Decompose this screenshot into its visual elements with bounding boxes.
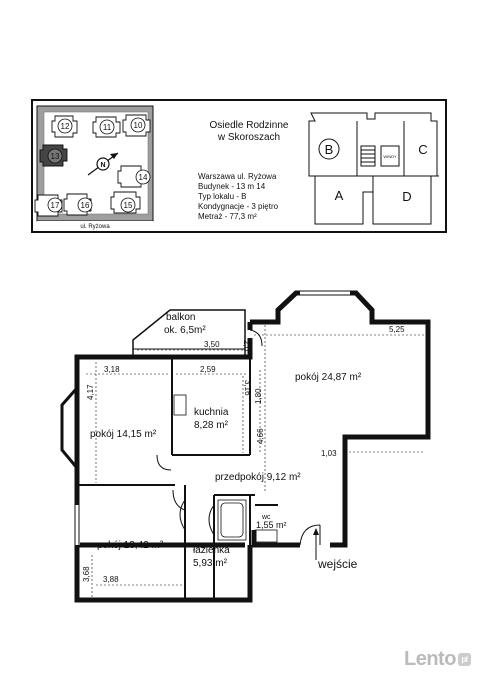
compass-label: N	[100, 162, 105, 169]
building-label: 17	[51, 201, 60, 210]
wc-area: 1,55 m²	[256, 520, 287, 530]
room1-label: pokój 14,15 m²	[90, 429, 157, 440]
building-label: 14	[139, 173, 148, 182]
living-room-label: pokój 24,87 m²	[295, 372, 362, 383]
outer-wall-bottom	[74, 542, 253, 603]
site-map: ul. Ryżowa 12 11 10 13 14	[34, 105, 154, 230]
apartment-walls	[60, 290, 431, 603]
fixtures	[173, 394, 278, 543]
dim-kitchen-width: 2,59	[200, 365, 216, 374]
outer-wall-living	[250, 290, 431, 548]
dim-balcony-width: 3,50	[204, 340, 220, 349]
estate-title: Osiedle Rodzinne w Skoroszach	[204, 120, 294, 144]
estate-line1: Osiedle Rodzinne	[209, 120, 289, 131]
dim-living-depth: 4,66	[256, 428, 265, 444]
building-label: 16	[81, 201, 90, 210]
door-swings	[156, 329, 321, 546]
info-line: Metraż - 77,3 m²	[198, 212, 257, 221]
bathroom-name: łazienka	[193, 545, 230, 556]
street-label: ul. Ryżowa	[80, 224, 110, 230]
room2-label: pokój 13,42 m²	[97, 540, 164, 551]
header-frame	[31, 99, 447, 233]
unit-b-marker	[318, 138, 340, 160]
elevator-box	[380, 145, 400, 167]
unit-label-d: D	[402, 189, 411, 204]
building-label: 10	[134, 121, 143, 130]
door-room2-icon	[172, 489, 186, 511]
entrance-arrow-icon	[313, 528, 319, 560]
unit-label-b: B	[325, 142, 334, 157]
info-line: Warszawa ul. Ryżowa	[198, 172, 277, 181]
unit-label-c: C	[418, 142, 427, 157]
building-label: 15	[124, 201, 133, 210]
entrance-label: wejście	[317, 557, 358, 571]
info-line: Kondygnacje - 3 piętro	[198, 202, 279, 211]
stairs-icon	[360, 145, 376, 167]
elevator-label: WINDY	[383, 154, 397, 159]
bathroom-area: 5,93 m²	[193, 558, 228, 569]
unit-label-a: A	[335, 188, 344, 203]
outer-wall-entry	[251, 530, 300, 548]
dim-room1-depth: 4,17	[86, 384, 95, 400]
kitchen-name: kuchnia	[194, 407, 229, 418]
kitchen-area: 8,28 m²	[194, 420, 229, 431]
door-entry-icon	[299, 524, 321, 546]
dim-room2-width: 3,88	[103, 575, 119, 584]
logo-text: Lento	[404, 648, 456, 671]
door-room1-icon	[156, 454, 172, 471]
info-line: Budynek - 13 m 14	[198, 182, 266, 191]
balcony-outline	[132, 309, 246, 357]
dimension-lines	[86, 325, 425, 598]
door-bath-icon	[208, 504, 215, 536]
bay-window-left	[60, 387, 79, 469]
dim-balcony-depth: 2,0	[242, 340, 251, 352]
dim-kitchen-depth: 3,16	[243, 380, 252, 396]
dim-room1-width: 3,18	[104, 365, 120, 374]
dim-room2-depth: 3,68	[82, 566, 91, 582]
toilet-icon	[254, 529, 278, 543]
compass-icon: N	[87, 152, 119, 176]
building-label: 11	[103, 123, 112, 132]
dim-hall-depth: 1,80	[254, 388, 263, 404]
door-room2b-icon	[179, 499, 186, 531]
bathtub-icon	[217, 499, 247, 541]
hall-label: przedpokój 9,12 m²	[215, 472, 301, 483]
dim-hall-step: 1,03	[321, 449, 337, 458]
balcony-name: balkon	[166, 312, 195, 323]
wc-name: wc	[261, 514, 271, 521]
sink-icon	[173, 394, 187, 416]
apartment-info: Warszawa ul. Ryżowa Budynek - 13 m 14 Ty…	[198, 172, 278, 222]
building-label: 12	[61, 122, 70, 131]
estate-line2: w Skoroszach	[217, 132, 281, 143]
info-line: Typ lokalu - B	[198, 192, 247, 201]
key-plan	[308, 112, 439, 225]
building-label: 13	[51, 152, 60, 161]
outer-wall-left	[74, 338, 253, 545]
balcony-area: ok. 6,5m²	[164, 325, 206, 336]
dim-living-width: 5,25	[389, 325, 405, 334]
logo-badge: pl	[457, 653, 471, 667]
